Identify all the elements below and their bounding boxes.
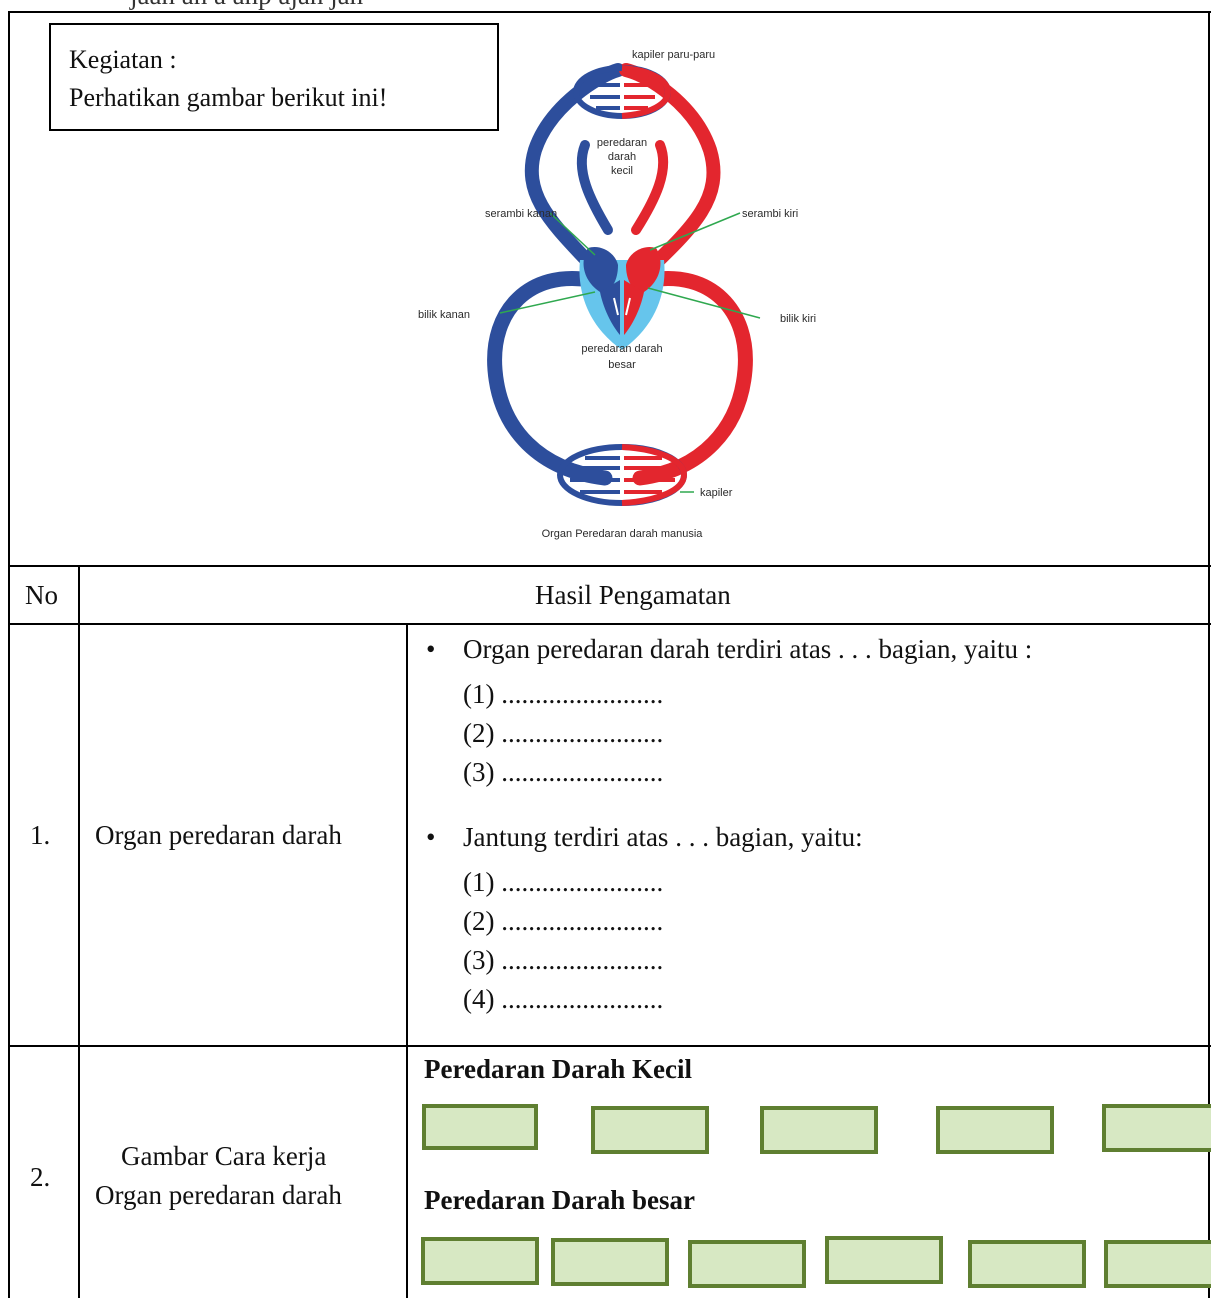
row-divider <box>8 1045 1211 1047</box>
large-circulation-answer-box-6[interactable] <box>1104 1240 1211 1288</box>
header-row-top <box>8 565 1211 567</box>
row1-bullet-2-text: Jantung terdiri atas . . . bagian, yaitu… <box>463 822 863 852</box>
row1-bullet-1-item-2: (2) ........................ <box>463 718 664 748</box>
label-right-atrium: serambi kanan <box>485 208 557 220</box>
activity-box <box>49 23 499 131</box>
activity-title: Kegiatan : <box>69 45 177 74</box>
header-hasil-pengamatan: Hasil Pengamatan <box>535 580 731 610</box>
label-left-atrium: serambi kiri <box>742 208 798 220</box>
large-circulation-answer-box-4[interactable] <box>825 1236 943 1284</box>
row1-bullet-2-item-3: (3) ........................ <box>463 945 664 975</box>
row1-topic: Organ peredaran darah <box>95 820 342 850</box>
row1-bullet-2-dot: • <box>426 822 436 852</box>
large-circulation-answer-box-5[interactable] <box>968 1240 1086 1288</box>
label-large-circulation-1: peredaran darah <box>581 343 662 355</box>
label-left-ventricle: bilik kiri <box>780 313 816 325</box>
clipped-top-text: jaan an a anp ajan jan <box>130 0 363 12</box>
header-row-bottom <box>8 623 1211 625</box>
row1-bullet-2-item-1: (1) ........................ <box>463 867 664 897</box>
row1-bullet-2-item-4: (4) ........................ <box>463 984 664 1014</box>
label-pointers <box>499 212 761 493</box>
large-circulation-title: Peredaran Darah besar <box>424 1185 695 1215</box>
small-circulation-answer-box-2[interactable] <box>591 1106 709 1154</box>
activity-instruction: Perhatikan gambar berikut ini! <box>69 83 388 112</box>
large-circulation-answer-box-2[interactable] <box>551 1238 669 1286</box>
table-top-border <box>8 11 1211 13</box>
row1-bullet-1-text: Organ peredaran darah terdiri atas . . .… <box>463 634 1033 664</box>
small-circulation-answer-box-1[interactable] <box>422 1104 538 1150</box>
lung-capillary-network <box>573 65 672 119</box>
label-small-circulation-2: darah <box>608 151 636 163</box>
col-divider-2 <box>406 623 408 1298</box>
blood-vessels <box>487 63 753 486</box>
label-capillaries: kapiler <box>700 487 733 499</box>
label-small-circulation-1: peredaran <box>597 137 647 149</box>
small-circulation-answer-box-3[interactable] <box>760 1106 878 1154</box>
large-circulation-answer-box-1[interactable] <box>421 1237 539 1285</box>
row2-number: 2. <box>30 1162 51 1192</box>
header-no: No <box>25 580 58 610</box>
circulation-diagram: kapiler paru-paru peredaran darah kecil … <box>418 49 816 540</box>
table-left-border <box>8 11 10 1298</box>
label-large-circulation-2: besar <box>608 359 636 371</box>
row1-number: 1. <box>30 820 51 850</box>
col-divider-1 <box>78 565 80 1298</box>
body-capillary-network <box>557 444 688 506</box>
label-right-ventricle: bilik kanan <box>418 309 470 321</box>
small-circulation-title: Peredaran Darah Kecil <box>424 1054 692 1084</box>
label-small-circulation-3: kecil <box>611 165 633 177</box>
small-circulation-answer-box-5[interactable] <box>1102 1104 1211 1152</box>
row1-bullet-1-dot: • <box>426 634 436 664</box>
heart <box>579 246 665 350</box>
small-circulation-answer-box-4[interactable] <box>936 1106 1054 1154</box>
row1-bullet-1-item-3: (3) ........................ <box>463 757 664 787</box>
row2-topic-line2: Organ peredaran darah <box>95 1180 342 1210</box>
label-lung-capillaries: kapiler paru-paru <box>632 49 715 61</box>
large-circulation-answer-box-3[interactable] <box>688 1240 806 1288</box>
diagram-caption: Organ Peredaran darah manusia <box>542 528 704 540</box>
row1-bullet-1-item-1: (1) ........................ <box>463 679 664 709</box>
row1-bullet-2-item-2: (2) ........................ <box>463 906 664 936</box>
table-right-border <box>1208 11 1210 1298</box>
row2-topic-line1: Gambar Cara kerja <box>121 1141 327 1171</box>
